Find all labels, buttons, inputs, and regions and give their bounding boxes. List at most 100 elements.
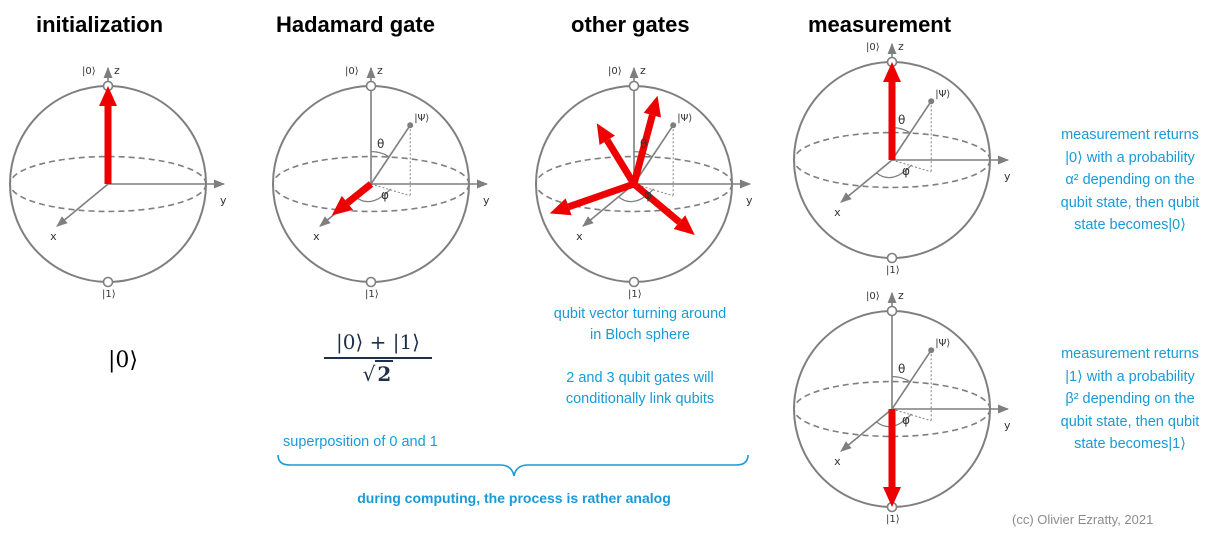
ket0-label: |0⟩: [82, 66, 96, 77]
hadamard-denominator: √2: [362, 360, 394, 386]
bloch-sphere-other-gates: [535, 66, 752, 288]
psi-vector: [891, 349, 932, 410]
state-arrow-1-head: [643, 95, 662, 118]
north-pole-marker: [886, 305, 898, 317]
phi-label: φ: [902, 163, 910, 178]
state-arrow-2-shaft: [567, 180, 636, 211]
z-label: z: [377, 64, 383, 77]
psi-label: |Ψ⟩: [677, 113, 693, 125]
z-label: z: [898, 40, 904, 53]
state-arrow-0-head: [883, 487, 901, 507]
hadamard-state-fraction: |0⟩ + |1⟩ √2: [318, 330, 438, 386]
bloch-sphere-measurement-0: [793, 42, 1010, 264]
ket0-label: |0⟩: [866, 42, 880, 53]
hadamard-numerator: |0⟩ + |1⟩: [335, 330, 420, 354]
meas0-line-4: qubit state, then qubit: [1060, 194, 1200, 211]
theta-label: θ: [898, 112, 906, 127]
psi-label: |Ψ⟩: [414, 113, 430, 125]
measurement-1-caption: measurement returns |1⟩ with a probabili…: [1030, 343, 1230, 456]
theta-arc: [370, 151, 389, 158]
x-axis: [56, 183, 109, 227]
state-arrow-3-head: [673, 215, 695, 235]
ket1-label: |1⟩: [886, 265, 900, 276]
analog-brace: [277, 454, 749, 477]
x-axis: [840, 408, 893, 452]
superposition-caption: superposition of 0 and 1: [283, 434, 438, 450]
state-arrow-1-shaft: [630, 114, 656, 185]
phi-arc: [617, 188, 655, 203]
phi-arc: [875, 164, 913, 179]
north-pole-marker: [628, 80, 640, 92]
psi-projection: [891, 159, 932, 173]
psi-projection: [370, 183, 411, 197]
meas0-line-5: state becomes|0⟩: [1074, 217, 1186, 233]
ket0-label: |0⟩: [608, 66, 622, 77]
other-gates-line-1: qubit vector turning around: [553, 306, 727, 322]
state-arrow-2-head: [549, 198, 572, 216]
x-label: x: [313, 230, 320, 244]
ket1-label: |1⟩: [365, 289, 379, 300]
theta-label: θ: [640, 136, 648, 151]
south-pole-marker: [886, 252, 898, 264]
meas1-line-1: measurement returns: [1061, 346, 1199, 362]
psi-vector: [633, 124, 674, 185]
x-axis: [840, 159, 893, 203]
ket1-label: |1⟩: [102, 289, 116, 300]
z-label: z: [114, 64, 120, 77]
south-pole-marker: [365, 276, 377, 288]
meas0-line-1: measurement returns: [1061, 127, 1199, 143]
ket1-label: |1⟩: [628, 289, 642, 300]
x-label: x: [834, 455, 841, 469]
heading-hadamard-gate: Hadamard gate: [276, 12, 435, 37]
y-label: y: [746, 194, 753, 207]
phi-label: φ: [381, 187, 389, 202]
analog-caption: during computing, the process is rather …: [357, 490, 671, 506]
credit-text: (cc) Olivier Ezratty, 2021: [1012, 512, 1154, 527]
bloch-sphere-initialization: [9, 66, 226, 288]
state-arrow-0-head: [99, 86, 117, 106]
ket1-label: |1⟩: [886, 514, 900, 525]
measurement-0-caption: measurement returns |0⟩ with a probabili…: [1030, 124, 1230, 237]
meas1-line-5: state becomes|1⟩: [1074, 436, 1186, 452]
state-arrow-0-head: [596, 123, 615, 145]
z-label: z: [898, 289, 904, 302]
ket0-label: |0⟩: [866, 291, 880, 302]
north-pole-marker: [365, 80, 377, 92]
state-arrow-0-shaft: [604, 138, 637, 186]
other-gates-line-2: in Bloch sphere: [590, 327, 690, 343]
meas0-line-2: |0⟩ with a probability: [1065, 149, 1195, 166]
state-arrow-0-head: [883, 62, 901, 82]
x-label: x: [834, 206, 841, 220]
heading-other-gates: other gates: [571, 12, 690, 37]
x-label: x: [50, 230, 57, 244]
other-gates-caption: qubit vector turning around in Bloch sph…: [520, 304, 760, 410]
y-label: y: [1004, 170, 1011, 183]
state-arrow-0-head: [331, 195, 354, 216]
theta-label: θ: [898, 361, 906, 376]
init-state-ket: |0⟩: [108, 348, 138, 373]
south-pole-marker: [102, 276, 114, 288]
x-label: x: [576, 230, 583, 244]
state-arrow-0-shaft: [345, 181, 374, 206]
meas0-line-3: α² depending on the: [1065, 172, 1195, 188]
heading-measurement: measurement: [808, 12, 952, 37]
heading-initialization: initialization: [36, 12, 164, 37]
fraction-bar: [324, 357, 432, 359]
y-label: y: [1004, 419, 1011, 432]
psi-vector: [891, 100, 932, 161]
other-gates-line-3: 2 and 3 qubit gates will: [566, 370, 714, 386]
bloch-sphere-measurement-1: [793, 291, 1010, 513]
ket0-label: |0⟩: [345, 66, 359, 77]
phi-label: φ: [644, 187, 652, 202]
phi-label: φ: [902, 412, 910, 427]
x-axis: [582, 183, 635, 227]
psi-vector: [370, 124, 411, 185]
psi-projection: [633, 183, 674, 197]
psi-label: |Ψ⟩: [935, 89, 951, 101]
other-gates-line-4: conditionally link qubits: [565, 391, 715, 407]
south-pole-marker: [628, 276, 640, 288]
psi-projection: [891, 408, 932, 422]
z-label: z: [640, 64, 646, 77]
meas1-line-4: qubit state, then qubit: [1060, 413, 1200, 430]
